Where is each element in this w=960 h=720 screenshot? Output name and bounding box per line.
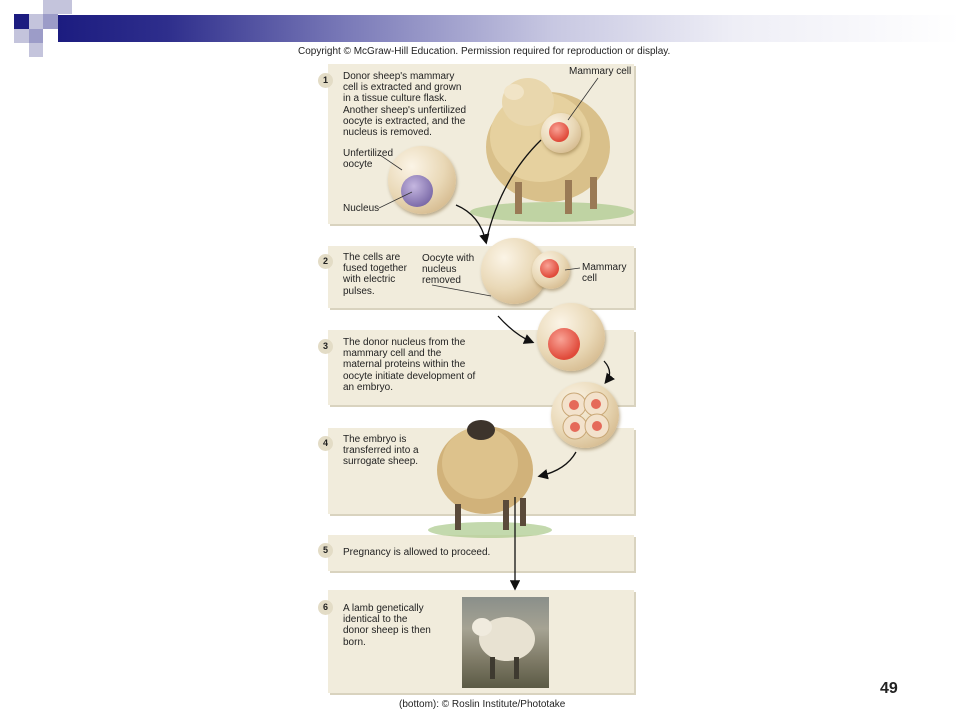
page-number: 49 (880, 680, 898, 697)
header-square-light (43, 0, 58, 14)
label-nucleus: Nucleus (343, 203, 380, 214)
step-text-1: Donor sheep's mammary cell is extracted … (343, 71, 467, 139)
step-number-5: 5 (318, 543, 333, 558)
embryo (551, 382, 619, 448)
step-text-4: The embryo is transferred into a surroga… (343, 434, 419, 468)
fused-mammary-nucleus (540, 259, 559, 278)
donor-sheep-illustration (470, 78, 634, 222)
header-square-dark (14, 14, 29, 29)
label-unfertilized-oocyte: Unfertilized oocyte (343, 148, 394, 171)
step-panel-5 (328, 535, 634, 571)
header-bar (58, 15, 960, 42)
label-mammary-cell-2: Mammary cell (582, 262, 627, 285)
step-text-5: Pregnancy is allowed to proceed. (343, 547, 491, 558)
step-number-6: 6 (318, 600, 333, 615)
header-square-light (14, 29, 29, 43)
oocyte-nucleus (401, 175, 433, 207)
step-number-4: 4 (318, 436, 333, 451)
cloned-lamb-photo (462, 597, 549, 688)
header-square-light (29, 14, 43, 29)
step-text-3: The donor nucleus from the mammary cell … (343, 337, 476, 393)
surrogate-sheep-illustration (428, 420, 552, 538)
step-number-3: 3 (318, 339, 333, 354)
step-text-6: A lamb genetically identical to the dono… (343, 603, 431, 648)
header-square-mid (29, 29, 43, 43)
mammary-cell-nucleus (549, 122, 569, 142)
photo-credit: (bottom): © Roslin Institute/Phototake (399, 699, 566, 710)
step-number-1: 1 (318, 73, 333, 88)
step-text-2: The cells are fused together with electr… (343, 252, 407, 297)
header-square-light (58, 0, 72, 14)
label-oocyte-nucleus-removed: Oocyte with nucleus removed (422, 253, 475, 287)
header-square-mid (43, 14, 58, 29)
donor-nucleus (548, 328, 580, 360)
copyright-notice: Copyright © McGraw-Hill Education. Permi… (298, 46, 671, 57)
embryo-cells (561, 391, 610, 440)
lamb-shape (472, 617, 535, 679)
step-number-2: 2 (318, 254, 333, 269)
header-square-light (29, 43, 43, 57)
label-mammary-cell: Mammary cell (569, 66, 632, 77)
